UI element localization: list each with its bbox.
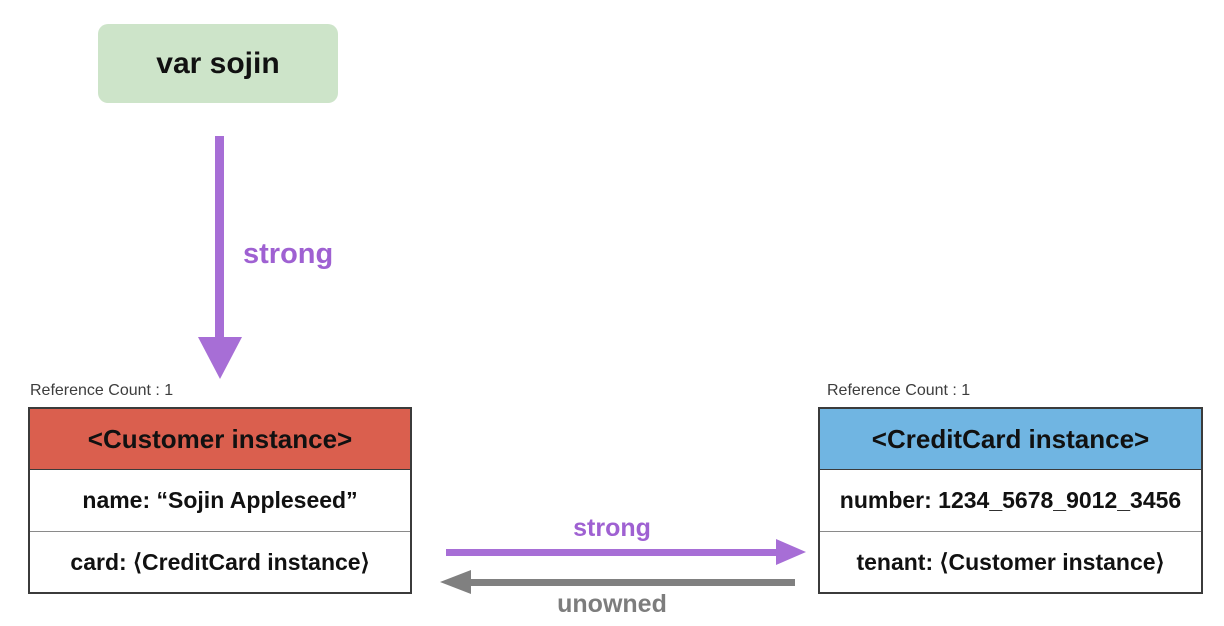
customer-name-row: name: “Sojin Appleseed” <box>30 470 410 531</box>
unowned-arrow-head-icon <box>440 570 471 594</box>
strong-arrow-vertical-label: strong <box>243 238 334 270</box>
strong-arrow-vertical-head-icon <box>198 337 242 379</box>
strong-arrow-vertical-shaft <box>215 136 224 338</box>
creditcard-number-row: number: 1234_5678_9012_3456 <box>820 470 1201 531</box>
creditcard-reference-count: Reference Count : 1 <box>827 382 971 399</box>
customer-reference-count: Reference Count : 1 <box>30 382 174 399</box>
creditcard-instance-title: <CreditCard instance> <box>820 409 1201 470</box>
customer-instance-table: <Customer instance> name: “Sojin Applese… <box>28 407 412 594</box>
unowned-arrow-shaft <box>470 579 795 586</box>
customer-card-row: card: ⟨CreditCard instance⟩ <box>30 531 410 592</box>
strong-arrow-horizontal-label: strong <box>573 514 651 542</box>
strong-arrow-horizontal-shaft <box>446 549 778 556</box>
variable-box: var sojin <box>98 24 338 103</box>
customer-instance-title: <Customer instance> <box>30 409 410 470</box>
strong-arrow-horizontal-head-icon <box>776 539 806 565</box>
creditcard-instance-table: <CreditCard instance> number: 1234_5678_… <box>818 407 1203 594</box>
creditcard-tenant-row: tenant: ⟨Customer instance⟩ <box>820 531 1201 592</box>
unowned-arrow-label: unowned <box>557 590 667 618</box>
